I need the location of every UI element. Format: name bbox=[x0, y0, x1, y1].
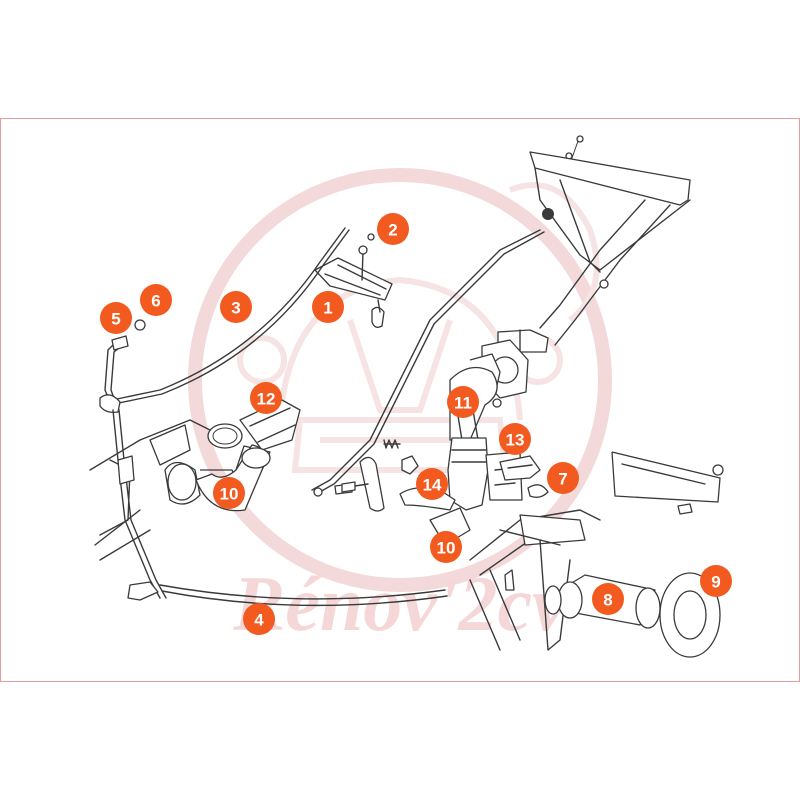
callout-11-label: 11 bbox=[454, 394, 472, 413]
upper-bracket-part bbox=[497, 135, 691, 353]
callout-11-circle bbox=[447, 386, 479, 418]
callout-10a-label: 10 bbox=[220, 485, 239, 504]
callout-12-label: 12 bbox=[257, 390, 276, 409]
callout-13: 13 bbox=[499, 423, 531, 455]
callout-5: 5 bbox=[100, 302, 132, 334]
callout-10a: 10 bbox=[213, 477, 245, 509]
callout-6: 6 bbox=[140, 284, 172, 316]
control-box-part-1 bbox=[314, 233, 393, 328]
callout-8: 8 bbox=[592, 583, 624, 615]
callout-11: 11 bbox=[447, 386, 479, 418]
callout-14: 14 bbox=[416, 468, 448, 500]
callout-3-circle bbox=[220, 291, 252, 323]
throttle-cable-part bbox=[311, 229, 545, 497]
callout-9-circle bbox=[700, 565, 732, 597]
cable-part-3 bbox=[111, 227, 350, 405]
callout-2-circle bbox=[377, 213, 409, 245]
callout-13-circle bbox=[499, 423, 531, 455]
callout-10a-circle bbox=[213, 477, 245, 509]
watermark-logo: Rénov'2cv bbox=[188, 168, 612, 647]
callout-4: 4 bbox=[243, 603, 275, 635]
callout-7-label: 7 bbox=[558, 470, 567, 489]
callout-3: 3 bbox=[220, 291, 252, 323]
callout-10b-circle bbox=[430, 531, 462, 563]
clamp-part-13 bbox=[499, 455, 541, 481]
callout-7: 7 bbox=[547, 462, 579, 494]
callout-5-circle bbox=[100, 302, 132, 334]
callout-10b-label: 10 bbox=[437, 539, 456, 558]
callout-14-label: 14 bbox=[423, 476, 442, 495]
duct-part-12 bbox=[207, 399, 301, 451]
callout-14-circle bbox=[416, 468, 448, 500]
callout-13-label: 13 bbox=[506, 431, 525, 450]
callout-12-circle bbox=[250, 382, 282, 414]
callout-2: 2 bbox=[377, 213, 409, 245]
callout-1-circle bbox=[312, 291, 344, 323]
callout-8-label: 8 bbox=[603, 591, 612, 610]
callout-8-circle bbox=[592, 583, 624, 615]
callout-2-label: 2 bbox=[388, 221, 397, 240]
callout-1-label: 1 bbox=[323, 299, 332, 318]
callout-10b: 10 bbox=[430, 531, 462, 563]
left-heater-body bbox=[89, 419, 231, 601]
callout-9-label: 9 bbox=[711, 573, 720, 592]
callout-4-circle bbox=[243, 603, 275, 635]
callout-3-label: 3 bbox=[231, 299, 240, 318]
callout-1: 1 bbox=[312, 291, 344, 323]
clip-part-7 bbox=[527, 484, 549, 498]
callout-7-circle bbox=[547, 462, 579, 494]
callout-12: 12 bbox=[250, 382, 282, 414]
ring-part-9 bbox=[659, 572, 721, 658]
callout-4-label: 4 bbox=[254, 611, 264, 630]
hose-part-4 bbox=[159, 584, 448, 607]
callout-6-label: 6 bbox=[151, 292, 160, 311]
screw-parts bbox=[341, 481, 369, 493]
callout-9: 9 bbox=[700, 565, 732, 597]
callout-5-label: 5 bbox=[111, 310, 120, 329]
clip-part-5 bbox=[99, 319, 167, 599]
side-bracket-part bbox=[611, 451, 724, 515]
callout-6-circle bbox=[140, 284, 172, 316]
